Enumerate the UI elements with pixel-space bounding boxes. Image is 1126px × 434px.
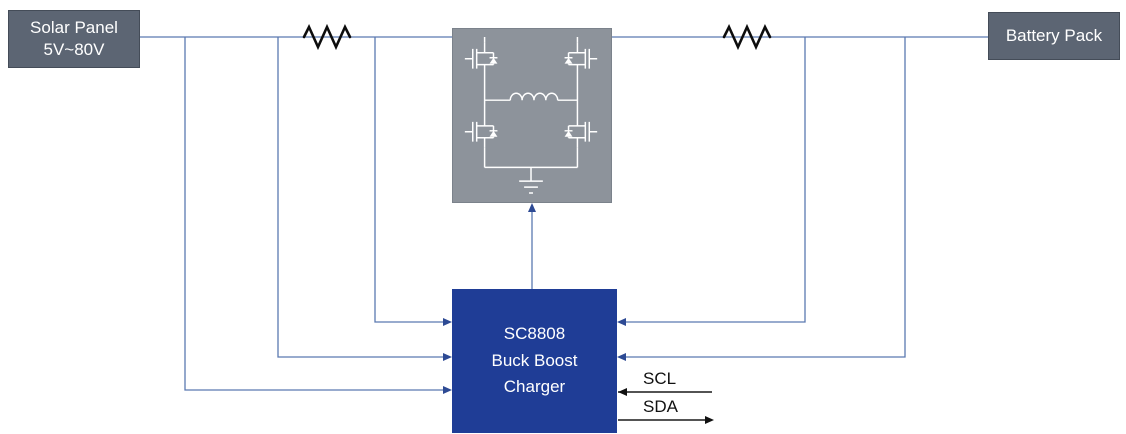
resistor-icon-1	[302, 23, 352, 51]
solar-panel-node: Solar Panel 5V~80V	[8, 10, 140, 68]
inductor-icon	[509, 92, 559, 101]
solar-panel-label-line1: Solar Panel	[30, 17, 118, 37]
input-branch-wire-1	[184, 37, 443, 391]
body-diode-icon	[489, 57, 498, 64]
arrow-up-into-bridge-icon	[528, 203, 536, 212]
charger-label-line2: Buck Boost	[491, 350, 578, 370]
arrow-into-charger-left-bottom-icon	[443, 386, 452, 394]
mosfet-symbol-path	[564, 42, 598, 75]
mosfet-symbol-path	[464, 115, 498, 148]
arrow-into-charger-right-mid-icon	[617, 353, 626, 361]
mosfet-symbol-path	[464, 42, 498, 75]
scl-label: SCL	[643, 369, 677, 388]
output-branch-wire-1	[626, 37, 806, 323]
mosfet-icon-top-right	[564, 42, 598, 75]
output-branch-wire-2	[626, 37, 906, 358]
arrow-into-charger-left-top-icon	[443, 318, 452, 326]
mosfet-icon-top-left	[464, 42, 498, 75]
scl-arrow-icon	[618, 388, 627, 396]
body-diode-icon	[564, 130, 573, 137]
battery-pack-label: Battery Pack	[1005, 25, 1103, 45]
body-diode-icon	[564, 57, 573, 64]
input-branch-wire-3	[374, 37, 443, 323]
mosfet-symbol-path	[564, 115, 598, 148]
solar-panel-label-line2: 5V~80V	[43, 40, 105, 59]
mosfet-bridge-block	[452, 28, 612, 203]
ground-icon	[519, 180, 543, 194]
mosfet-bridge-schematic	[464, 36, 598, 194]
input-branch-wire-2	[277, 37, 443, 358]
sda-label: SDA	[643, 397, 678, 416]
arrow-into-charger-right-top-icon	[617, 318, 626, 326]
battery-pack-node: Battery Pack	[988, 12, 1120, 60]
arrow-into-charger-left-mid-icon	[443, 353, 452, 361]
resistor-icon-2	[722, 23, 772, 51]
body-diode-icon	[489, 130, 498, 137]
mosfet-icon-bottom-left	[464, 115, 498, 148]
charger-chip-block: SC8808 Buck Boost Charger	[452, 289, 617, 433]
sda-arrow-icon	[705, 416, 714, 424]
bridge-rail-wires	[483, 36, 579, 182]
charger-label-line3: Charger	[503, 377, 566, 397]
mosfet-icon-bottom-right	[564, 115, 598, 148]
charger-label-line1: SC8808	[503, 324, 566, 344]
